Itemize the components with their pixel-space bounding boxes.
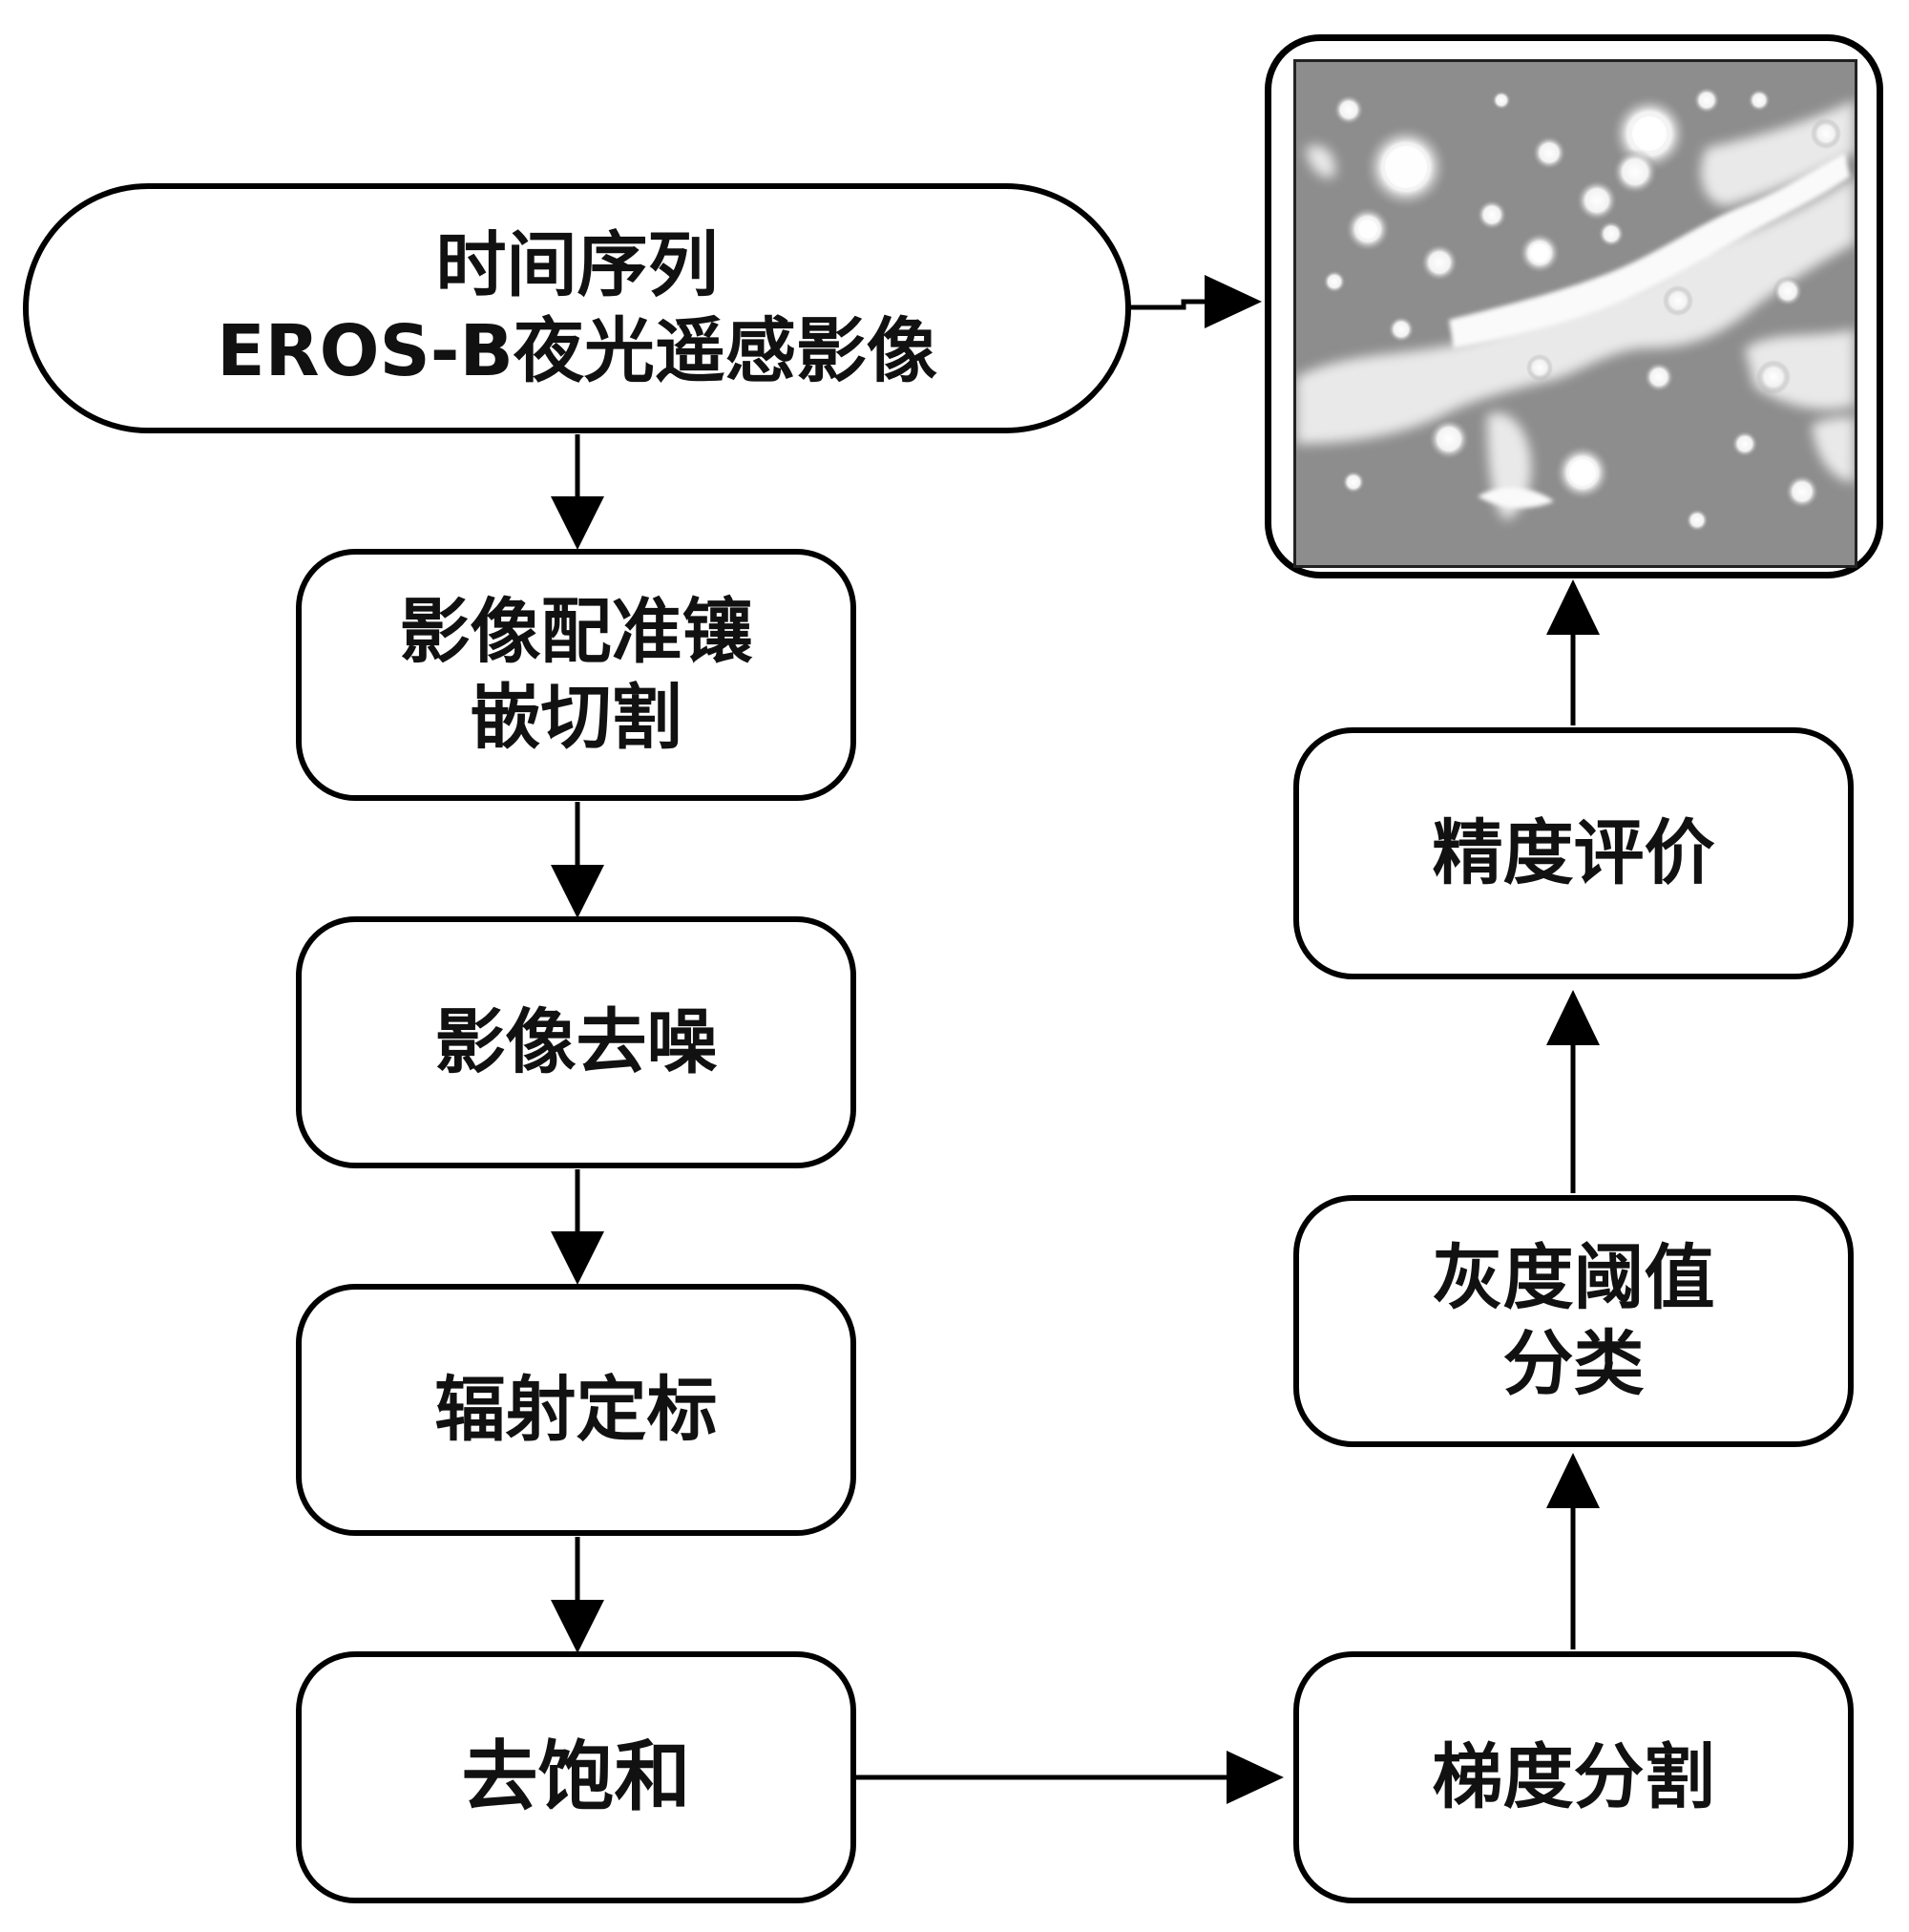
arrowhead-denoise (551, 865, 604, 918)
arrowhead-registration (551, 496, 604, 550)
node-desaturation: 去饱和 (296, 1651, 856, 1903)
edge-input-result (1129, 299, 1210, 310)
arrowhead-gradient (1227, 1751, 1284, 1804)
arrowhead-result-side (1205, 275, 1262, 328)
node-registration-line-2: 嵌切割 (470, 677, 682, 759)
arrowhead-threshold (1546, 1453, 1600, 1508)
node-gradient: 梯度分割 (1293, 1651, 1854, 1903)
arrowhead-result (1546, 579, 1600, 635)
night-light-image (1293, 59, 1857, 568)
node-accuracy-line-1: 精度评价 (1432, 811, 1715, 894)
node-accuracy: 精度评价 (1293, 727, 1854, 979)
node-result-image (1265, 34, 1883, 578)
arrowhead-calibration (551, 1231, 604, 1285)
arrowhead-desaturation (551, 1600, 604, 1653)
node-registration: 影像配准镶 嵌切割 (296, 549, 856, 801)
node-input: 时间序列 EROS-B夜光遥感影像 (23, 183, 1131, 433)
node-denoise: 影像去噪 (296, 916, 856, 1168)
node-threshold-line-1: 灰度阈值 (1432, 1236, 1715, 1319)
node-calibration: 辐射定标 (296, 1284, 856, 1536)
node-registration-line-1: 影像配准镶 (399, 590, 753, 673)
node-threshold-line-2: 分类 (1502, 1323, 1645, 1405)
node-input-line-2: EROS-B夜光遥感影像 (217, 310, 937, 392)
node-threshold: 灰度阈值 分类 (1293, 1195, 1854, 1447)
node-denoise-line-1: 影像去噪 (434, 1000, 718, 1083)
node-input-line-1: 时间序列 (435, 223, 719, 306)
node-desaturation-line-1: 去饱和 (461, 1732, 691, 1822)
node-calibration-line-1: 辐射定标 (434, 1368, 718, 1451)
node-gradient-line-1: 梯度分割 (1432, 1735, 1715, 1818)
arrowhead-accuracy (1546, 990, 1600, 1045)
